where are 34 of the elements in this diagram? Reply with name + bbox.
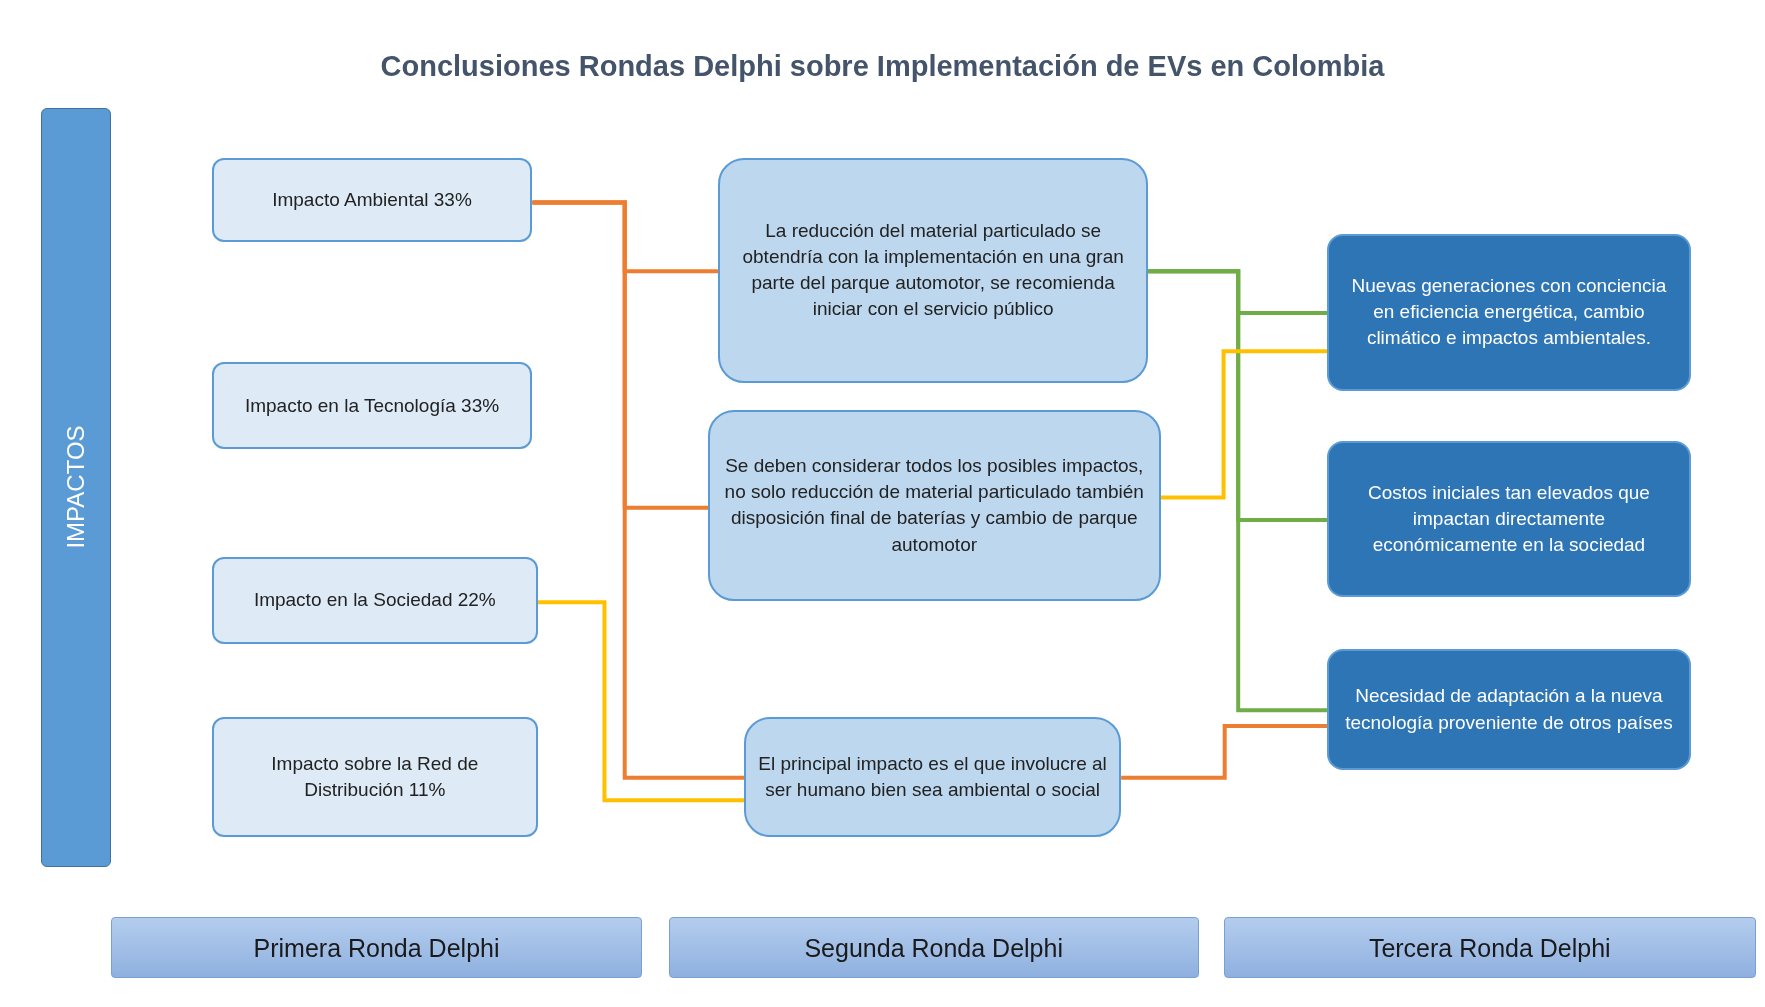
box-text: Tercera Ronda Delphi [1368,932,1611,964]
band-label: IMPACTOS [62,425,90,549]
box-text: Primera Ronda Delphi [253,932,500,964]
text-box [718,157,1149,383]
box-text: Impacto en la Sociedad 22% [253,588,496,613]
text-box [211,557,539,644]
box-text: Costos iniciales tan elevados que impactan directamente económicamente en la sociedad [1366,480,1651,557]
connector-line [1148,269,1328,713]
box-text: Impacto en la Tecnología 33% [244,393,500,418]
connector-line [532,200,745,780]
text-box [744,717,1122,838]
side-band [40,108,112,867]
connector-line [538,600,745,803]
text-box [1327,441,1691,597]
connector-line [1160,349,1328,500]
round-label-bar [111,917,642,979]
text-box [708,409,1161,602]
text-box [1327,649,1691,770]
diagram-title: Conclusiones Rondas Delphi sobre Implementación de EVs en Colombia [379,50,1386,83]
box-text: Nuevas generaciones con conciencia en eficiencia energética, cambio climático e impactos ambientales. [1350,274,1668,351]
round-label-bar [1223,917,1756,979]
text-box [211,157,533,242]
box-text: Impacto Ambiental 33% [272,187,472,212]
box-text: Se deben considerar todos los posibles impactos, no solo reducción de material particulado también disposición final de baterías y cambio de parque automotor [723,453,1145,557]
text-box [211,362,533,450]
box-text: Necesidad de adaptación a la nueva tecnología proveniente de otros países [1344,684,1674,735]
text-box [211,717,539,838]
text-box [1327,234,1691,391]
box-text: Segunda Ronda Delphi [804,932,1063,964]
box-text: La reducción del material particulado se obtendría con la implementación en una gran parte del parque automotor, se recomienda iniciar con el servicio público [741,218,1125,322]
box-text: Impacto sobre la Red de Distribución 11% [270,752,480,803]
round-label-bar [668,917,1199,979]
box-text: El principal impacto es el que involucre al ser humano bien sea ambiental o social [757,752,1108,803]
connector-line [1121,724,1328,780]
